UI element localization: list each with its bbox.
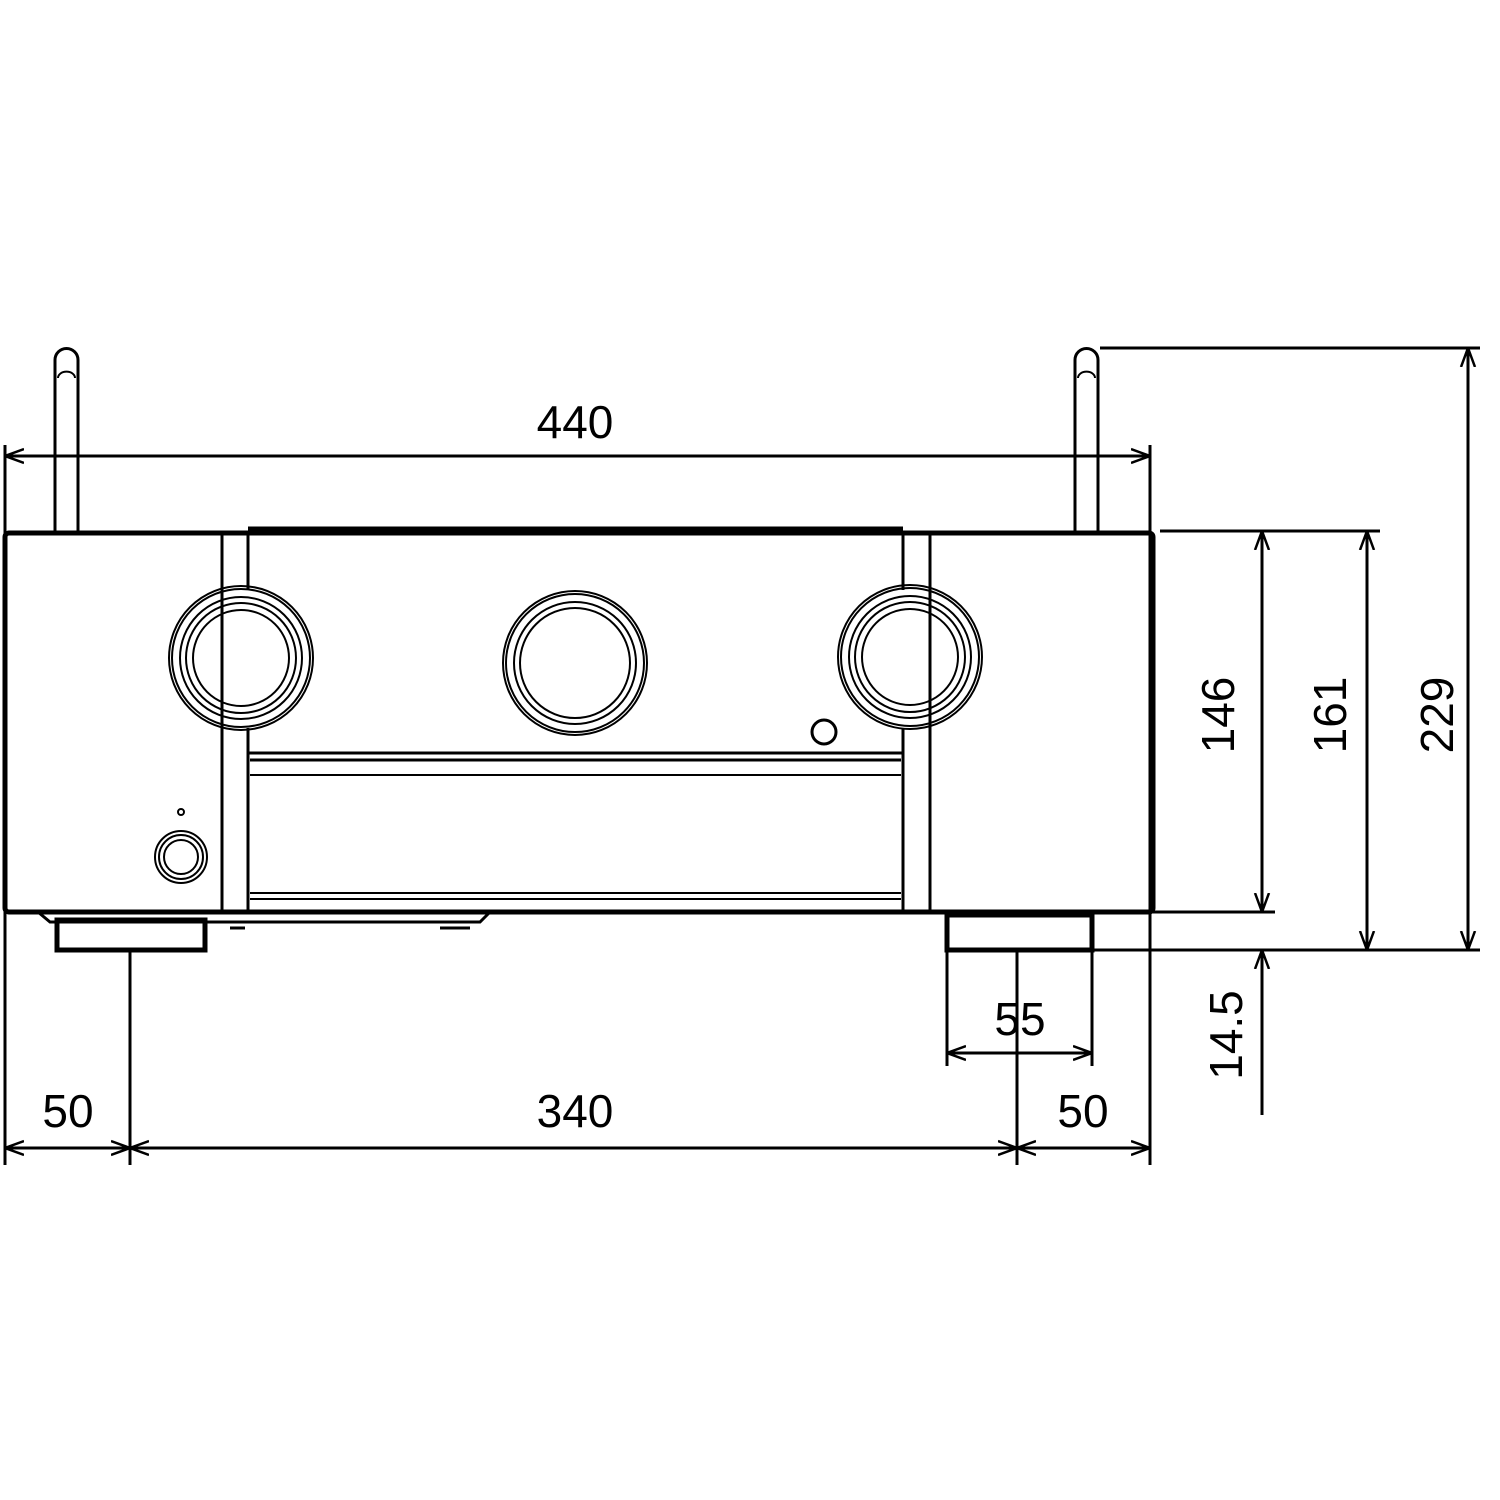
label-body-height: 146 — [1192, 677, 1244, 754]
underside — [37, 910, 492, 930]
knob-left — [168, 585, 314, 731]
headphone-jack — [154, 830, 208, 884]
display-panel — [246, 751, 905, 914]
foot-left — [54, 917, 208, 953]
label-foot-width: 55 — [994, 993, 1045, 1045]
sensor-icon — [810, 718, 838, 746]
label-foot-height: 14.5 — [1200, 990, 1252, 1080]
label-right-offset: 50 — [1057, 1085, 1108, 1137]
extension-lines — [3, 346, 1480, 1165]
foot-right — [944, 912, 1095, 953]
label-width: 440 — [537, 396, 614, 448]
knob-center — [502, 590, 648, 736]
indicator-led — [177, 808, 185, 816]
label-left-offset: 50 — [42, 1085, 93, 1137]
label-height-antenna: 229 — [1411, 677, 1463, 754]
antenna-right — [1073, 347, 1100, 532]
label-foot-spacing: 340 — [537, 1085, 614, 1137]
antenna-left — [53, 347, 80, 532]
knob-right — [837, 584, 983, 730]
label-height-feet: 161 — [1304, 677, 1356, 754]
receiver-body — [2, 526, 1156, 915]
